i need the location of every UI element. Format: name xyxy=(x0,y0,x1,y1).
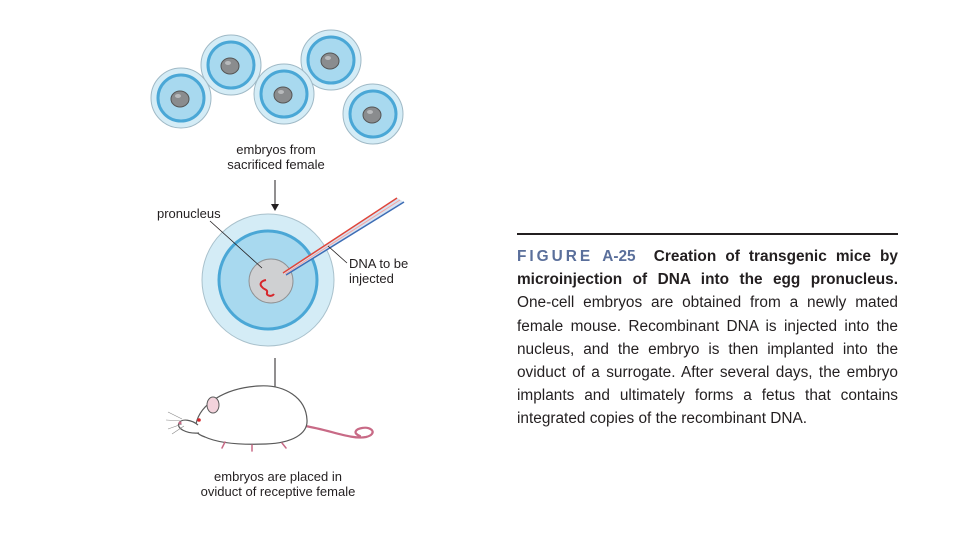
figure-caption: FIGURE A-25 Creation of transgenic mice … xyxy=(517,233,898,431)
arrow-icon xyxy=(271,180,279,211)
embryos-source-line-2: sacrificed female xyxy=(196,157,356,172)
caption-paragraph: FIGURE A-25 Creation of transgenic mice … xyxy=(517,245,898,431)
pronucleus-label: pronucleus xyxy=(157,206,221,221)
embryo-cluster-icon xyxy=(151,30,403,144)
figure-body: One-cell embryos are obtained from a new… xyxy=(517,294,898,427)
embryos-placed-line-2: oviduct of receptive female xyxy=(168,484,388,499)
embryos-source-label: embryos from sacrificed female xyxy=(196,142,356,172)
figure-number: A-25 xyxy=(602,248,635,265)
embryos-placed-line-1: embryos are placed in xyxy=(168,469,388,484)
embryos-placed-label: embryos are placed in oviduct of recepti… xyxy=(168,469,388,499)
dna-label-line-1: DNA to be xyxy=(349,256,408,271)
dna-label: DNA to be injected xyxy=(349,256,408,286)
mouse-icon xyxy=(166,386,373,451)
embryos-source-line-1: embryos from xyxy=(196,142,356,157)
dna-label-line-2: injected xyxy=(349,271,408,286)
figure-label: FIGURE xyxy=(517,248,593,265)
injected-embryo-icon xyxy=(202,214,334,346)
